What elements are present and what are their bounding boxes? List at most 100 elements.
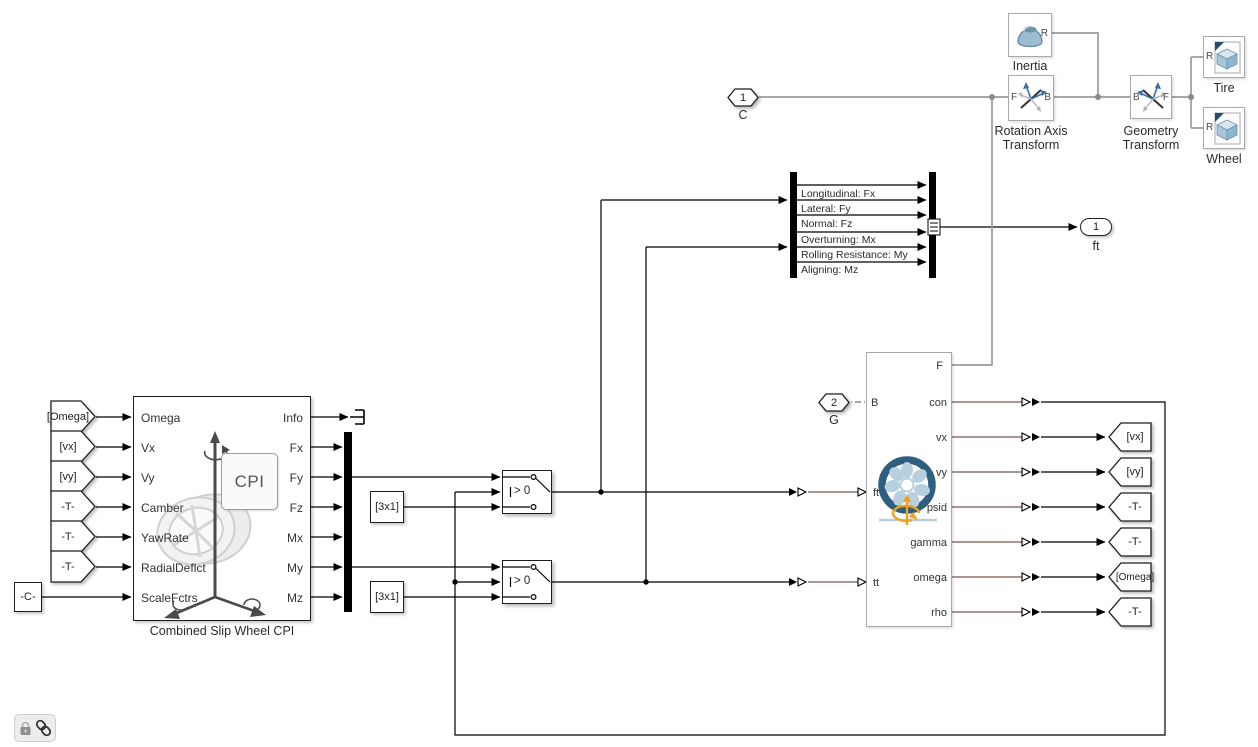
switch-moments[interactable]: > 0 [502, 560, 552, 604]
rat-label-1: Rotation Axis [994, 124, 1068, 138]
terminator-icon[interactable] [350, 409, 365, 425]
switch-forces[interactable]: > 0 [502, 470, 552, 514]
signal-wires[interactable] [42, 181, 1106, 616]
cpi-output-my: My [287, 561, 303, 575]
goto-tag-t3[interactable]: -T- [1108, 597, 1152, 627]
goto-tag-label: [Omega] [1115, 571, 1155, 583]
from-tag-t1[interactable]: -T- [50, 490, 96, 523]
cpi-input-omega: Omega [141, 411, 181, 425]
hollow-arrowheads [797, 397, 1032, 617]
axes-icon [1018, 82, 1047, 112]
bus-label-fz: Normal: Fz [801, 218, 853, 230]
dim-label: [3x1] [375, 501, 399, 513]
wheel-ref-label: Wheel [1206, 152, 1242, 166]
cpi-badge: CPI [221, 453, 278, 510]
link-icon [35, 719, 51, 737]
gt-port-b: B [1133, 92, 1140, 103]
hub-port-tt: tt [873, 577, 880, 589]
switch-icon [503, 563, 551, 600]
outport-number: 1 [1092, 221, 1100, 233]
dim-label: [3x1] [375, 591, 399, 603]
goto-tag-label: -T- [1128, 606, 1142, 618]
cpi-output-info: Info [282, 411, 303, 425]
physical-wires[interactable] [759, 32, 1203, 366]
inertia-label: Inertia [1012, 59, 1048, 73]
constant-block[interactable]: -C- [14, 582, 42, 612]
axes-icon [1137, 82, 1166, 112]
inertia-port-r: R [1040, 28, 1048, 39]
wheel-ref-port-r: R [1206, 122, 1214, 133]
from-tag-vy[interactable]: [vy] [50, 460, 96, 493]
hub-port-gamma: gamma [910, 537, 947, 549]
wheel-ref-block[interactable]: R [1203, 107, 1245, 149]
geometry-transform-block[interactable]: B F [1130, 75, 1172, 119]
tire-block[interactable]: R [1203, 36, 1245, 78]
cpi-output-fx: Fx [289, 441, 303, 455]
solid-arrowheads [789, 398, 1040, 616]
from-tag-t3[interactable]: -T- [50, 550, 96, 583]
cpi-wheel-axes-icon [156, 431, 266, 619]
hub-port-f: F [936, 360, 943, 372]
from-tag-label: [vy] [59, 470, 77, 483]
inport-g[interactable]: 2 [818, 393, 850, 412]
cpi-badge-label: CPI [234, 471, 265, 491]
switch-threshold: > 0 [514, 575, 531, 587]
goto-tag-label: [vy] [1126, 466, 1144, 478]
ps-wires[interactable] [808, 401, 1022, 613]
hub-port-vx: vx [936, 432, 947, 444]
gt-label-1: Geometry [1123, 124, 1179, 138]
tire-label: Tire [1213, 81, 1235, 95]
switch-icon [503, 473, 551, 510]
hub-port-b: B [871, 397, 879, 409]
combined-slip-wheel-cpi-block[interactable]: CPI Omega Vx Vy Camber YawRate RadialDef… [133, 396, 311, 621]
from-tag-omega[interactable]: [Omega] [46, 400, 96, 433]
from-tag-vx[interactable]: [vx] [50, 430, 96, 463]
inport-number: 2 [830, 396, 838, 409]
goto-tag-t2[interactable]: -T- [1108, 527, 1152, 557]
inport-g-label: G [829, 413, 839, 427]
cpi-input-camber: Camber [141, 501, 184, 515]
hub-port-vy: vy [936, 467, 947, 479]
goto-tag-vx[interactable]: [vx] [1108, 422, 1152, 452]
goto-tag-label: -T- [1128, 501, 1142, 513]
hub-port-rho: rho [931, 607, 947, 619]
goto-tag-label: [vx] [1126, 431, 1144, 443]
bus-label-fy: Lateral: Fy [801, 203, 851, 215]
cpi-input-vy: Vy [141, 471, 155, 485]
goto-tag-vy[interactable]: [vy] [1108, 457, 1152, 487]
goto-tag-t1[interactable]: -T- [1108, 492, 1152, 522]
cpi-output-fy: Fy [289, 471, 303, 485]
cpi-output-fz: Fz [289, 501, 303, 515]
from-tag-t2[interactable]: -T- [50, 520, 96, 553]
rotation-axis-transform-block[interactable]: F B [1008, 75, 1054, 121]
hub-port-con: con [929, 397, 947, 409]
goto-tag-omega[interactable]: [Omega] [1108, 562, 1155, 592]
switch-threshold: > 0 [514, 485, 531, 497]
cpi-output-mz: Mz [287, 591, 303, 605]
cpi-input-vx: Vx [141, 441, 156, 455]
dim-3x1-forces[interactable]: [3x1] [370, 491, 404, 523]
from-tag-label: -T- [61, 560, 75, 573]
model-lock-link-badge[interactable] [14, 714, 56, 742]
outport-ft[interactable]: 1 [1080, 218, 1112, 236]
from-tag-label: -T- [61, 530, 75, 543]
inport-c[interactable]: 1 [727, 88, 759, 107]
inport-c-label: C [738, 108, 748, 122]
rat-port-b: B [1044, 92, 1051, 103]
cpi-output-mx: Mx [287, 531, 303, 545]
signal-wires-plain[interactable] [454, 200, 1166, 736]
inport-number: 1 [739, 91, 747, 104]
cpi-input-radialdeflct: RadialDeflct [141, 561, 206, 575]
mux-moments [344, 522, 352, 612]
inertia-icon [1017, 25, 1043, 48]
inertia-block[interactable]: R [1008, 13, 1052, 57]
dim-3x1-moments[interactable]: [3x1] [370, 581, 404, 613]
bus-label-mz: Aligning: Mz [801, 264, 859, 276]
goto-tag-label: -T- [1128, 536, 1142, 548]
wheel-hub-block[interactable]: F B ft tt con vx vy psid gamma omega rho [866, 352, 952, 627]
tire-port-r: R [1206, 51, 1214, 62]
from-tag-label: [Omega] [46, 410, 90, 423]
from-tag-label: [vx] [59, 440, 77, 453]
